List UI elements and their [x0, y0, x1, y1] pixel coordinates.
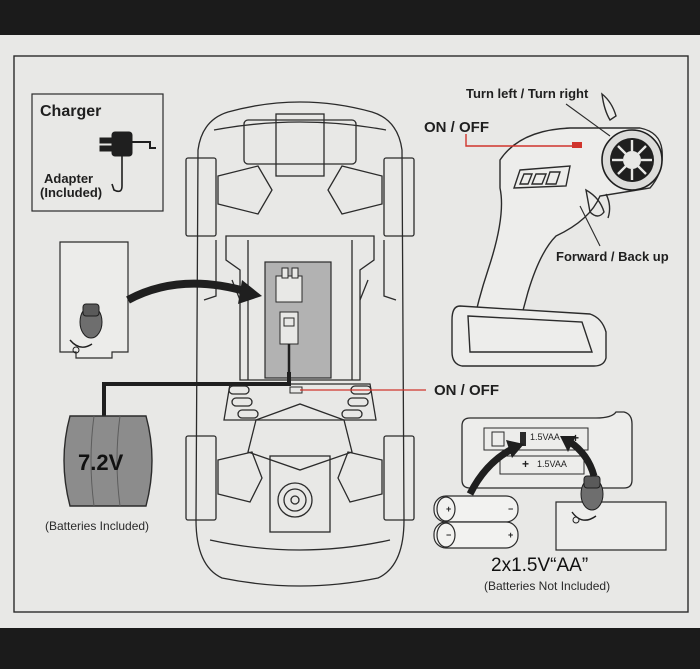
aa-insert-arrow-left	[466, 444, 516, 496]
aa-cell-label-1: 1.5VAA	[530, 432, 560, 442]
steering-wheel	[601, 129, 663, 191]
charger-title: Charger	[40, 103, 102, 120]
car-power-label: ON / OFF	[434, 382, 499, 399]
car-chassis	[185, 101, 415, 587]
aa-plus-sign-2: +	[522, 457, 530, 471]
aa-cell-plus-1: +	[446, 504, 452, 514]
aa-cover-panel	[555, 475, 667, 551]
charger-plug-icon	[99, 131, 156, 193]
car-battery-pack	[63, 372, 291, 507]
throttle-pointer	[579, 205, 601, 247]
battery-voltage-label: 7.2V	[78, 450, 124, 475]
remote-power-label: ON / OFF	[424, 119, 489, 136]
throttle-label: Forward / Back up	[556, 249, 669, 264]
aa-plus-sign-1: +	[572, 431, 580, 445]
aa-cell-label-2: 1.5VAA	[537, 459, 567, 469]
adapter-label: Adapter	[44, 171, 94, 186]
aa-insert-arrow-right	[567, 439, 598, 478]
insert-arrow-head	[238, 280, 262, 304]
aa-not-included-note: (Batteries Not Included)	[484, 579, 611, 593]
aa-insert-arrow-right-head	[560, 436, 576, 452]
steering-pointer	[565, 103, 611, 137]
car-battery-compartment	[264, 261, 332, 379]
aa-cells	[433, 495, 519, 549]
aa-cell-plus-2: +	[508, 530, 514, 540]
charger-box	[31, 93, 164, 212]
aa-cell-minus-2: −	[446, 530, 452, 540]
aa-count-label: 2x1.5V“AA”	[491, 555, 589, 576]
battery-included-note: (Batteries Included)	[45, 519, 150, 533]
adapter-included-label: (Included)	[40, 185, 103, 200]
insert-arrow	[126, 279, 250, 304]
aa-insert-arrow-left-head	[506, 440, 524, 458]
battery-cover-panel	[59, 241, 129, 359]
aa-cell-minus-1: −	[508, 504, 514, 514]
diagram-frame	[13, 55, 689, 613]
remote-switch-pointer	[465, 134, 578, 147]
steering-label: Turn left / Turn right	[466, 86, 589, 101]
remote-power-switch	[572, 142, 582, 148]
aa-battery-holder	[461, 411, 633, 489]
